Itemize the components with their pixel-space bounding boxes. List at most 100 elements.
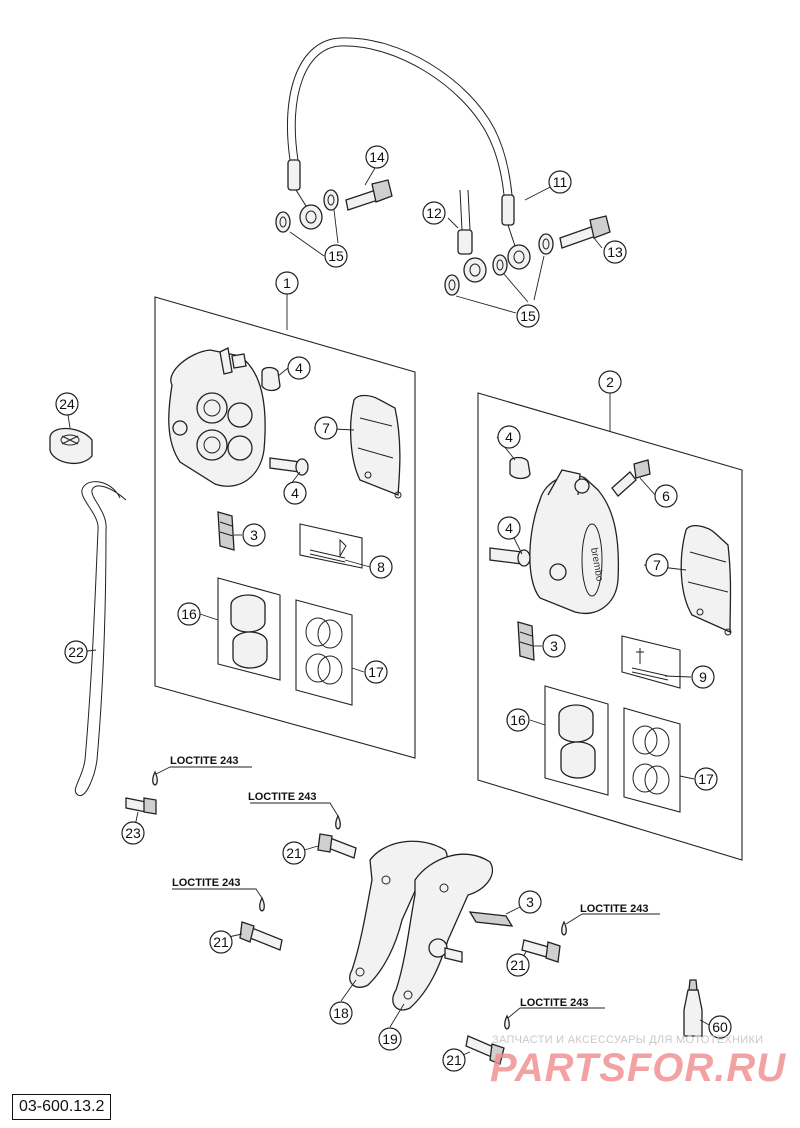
svg-text:4: 4 [295,360,303,376]
svg-text:4: 4 [291,485,299,501]
callout-16b: 16 [506,708,530,732]
hose-guide-22 [74,481,127,797]
callout-4c: 4 [497,425,521,449]
callout-17b: 17 [694,767,718,791]
svg-text:13: 13 [607,244,623,260]
loctite-label-1: LOCTITE 243 [170,755,238,767]
clip-3-right [517,621,535,661]
banjo-bolts [345,179,611,249]
seal-kit-17-right [623,707,681,813]
loctite-label-3: LOCTITE 243 [172,877,240,889]
pin-kit-8 [299,523,363,569]
loctite-label-4: LOCTITE 243 [580,903,648,915]
bolt-23 [125,797,157,815]
loctite-drops [152,770,567,1030]
callout-8: 8 [369,555,393,579]
callout-19: 19 [378,1027,402,1051]
svg-text:60: 60 [712,1019,728,1035]
brake-hose [286,37,531,283]
callout-18: 18 [329,1001,353,1025]
seal-kit-17-left [295,599,353,706]
svg-text:24: 24 [59,396,75,412]
svg-text:22: 22 [68,644,84,660]
loctite-labels: LOCTITE 243 LOCTITE 243 LOCTITE 243 LOCT… [170,755,648,1009]
callout-15a: 15 [324,244,348,268]
svg-text:21: 21 [286,845,302,861]
svg-text:12: 12 [426,205,442,221]
svg-text:23: 23 [125,825,141,841]
kit-panel-right [477,392,743,861]
callout-9: 9 [691,665,715,689]
bolt-21a [317,833,357,859]
svg-text:17: 17 [698,771,714,787]
svg-text:18: 18 [333,1005,349,1021]
caliper-left [168,347,266,487]
svg-text:4: 4 [505,520,513,536]
callout-17a: 17 [364,660,388,684]
brake-pad-right [680,524,732,636]
callout-14: 14 [365,145,389,169]
callout-4a: 4 [287,356,311,380]
callout-3a: 3 [242,523,266,547]
svg-text:16: 16 [181,606,197,622]
callout-1: 1 [275,271,299,295]
svg-text:3: 3 [550,638,558,654]
caliper-pins-left [261,366,309,476]
svg-text:16: 16 [510,712,526,728]
callout-24: 24 [55,392,79,416]
callout-60: 60 [708,1015,732,1039]
loctite-label-5: LOCTITE 243 [520,997,588,1009]
callout-21a: 21 [282,841,306,865]
kit-panel-left [154,296,416,759]
callout-3b: 3 [542,634,566,658]
diagram-code-label: 03-600.13.2 [12,1094,112,1120]
svg-text:21: 21 [213,934,229,950]
svg-text:11: 11 [553,174,568,190]
bleeder-valve-6 [611,459,651,497]
clip-3-left [217,511,235,551]
caliper-bracket-19 [392,853,493,1011]
svg-text:4: 4 [505,429,513,445]
svg-text:7: 7 [653,557,661,573]
svg-text:7: 7 [322,420,330,436]
svg-text:1: 1 [283,275,291,291]
watermark-subtitle: ЗАПЧАСТИ И АКСЕССУАРЫ ДЛЯ МОТОТЕХНИКИ [492,1034,764,1046]
callout-7a: 7 [314,416,338,440]
callout-22: 22 [64,640,88,664]
svg-text:19: 19 [382,1031,398,1047]
svg-text:6: 6 [662,488,670,504]
svg-text:15: 15 [520,308,536,324]
svg-text:14: 14 [369,149,385,165]
piston-kit-16-right [544,685,609,796]
callout-21d: 21 [442,1048,466,1072]
bolt-21c [521,939,561,963]
loctite-label-2: LOCTITE 243 [248,791,316,803]
callout-13: 13 [603,240,627,264]
caliper-pins-right [489,456,531,567]
callout-6: 6 [654,484,678,508]
callout-2: 2 [598,370,622,394]
brake-pad-left [349,394,402,499]
caliper-right: brembo [529,469,620,614]
watermark-logo: PARTSFOR.RU [490,1046,787,1090]
callout-21b: 21 [209,930,233,954]
callout-11: 11 [548,170,572,194]
callout-15b: 15 [516,304,540,328]
svg-text:17: 17 [368,664,384,680]
callout-4b: 4 [283,481,307,505]
sealing-washers [275,189,554,296]
callout-12: 12 [422,201,446,225]
bolt-21d [465,1035,505,1065]
callout-21c: 21 [506,953,530,977]
leader-lines [67,167,714,1059]
svg-text:3: 3 [526,894,534,910]
svg-text:8: 8 [377,559,385,575]
callout-3c: 3 [518,890,542,914]
clip-3-bracket [468,911,514,927]
svg-text:15: 15 [328,248,344,264]
bolt-21b [239,921,283,951]
svg-text:9: 9 [699,669,707,685]
callout-23: 23 [121,821,145,845]
svg-text:2: 2 [606,374,614,390]
